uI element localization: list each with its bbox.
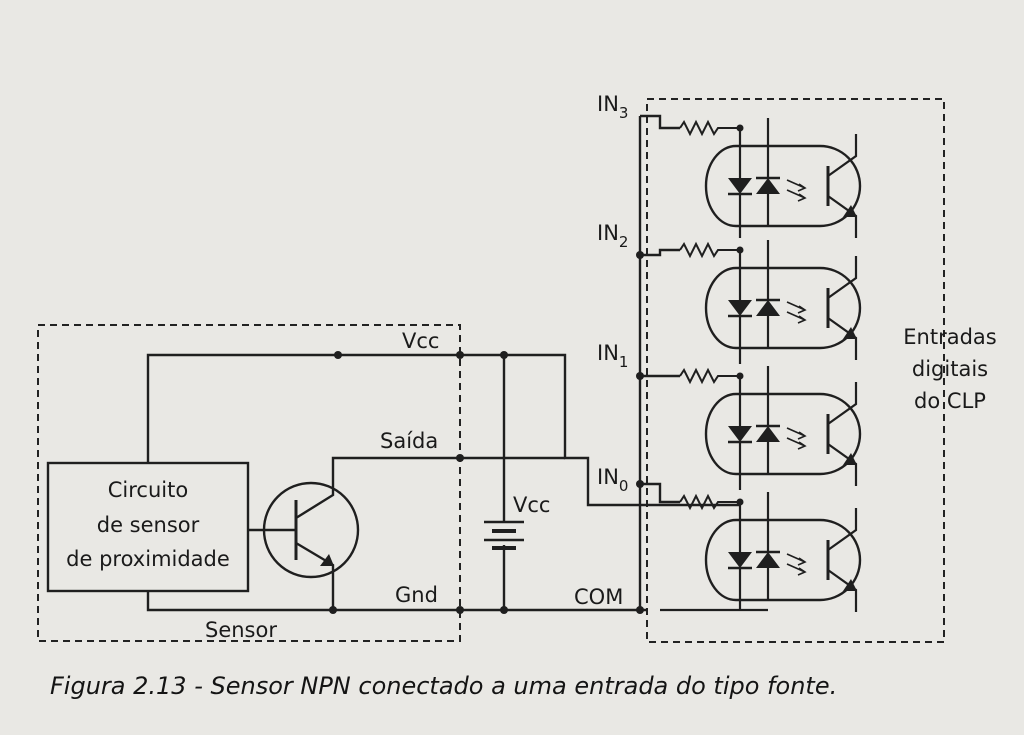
- plc-boundary: [646, 98, 945, 643]
- sensor-circuit-line1: Circuito: [108, 478, 188, 502]
- vcc-supply-label: Vcc: [513, 493, 550, 517]
- sensor-circuit-line3: de proximidade: [66, 547, 230, 571]
- led-diode-symbol: [728, 552, 752, 568]
- input-wire: [640, 114, 680, 130]
- light-arrow-icon: [786, 437, 807, 450]
- gnd-wire: [146, 591, 647, 612]
- resistor-symbol: [679, 493, 740, 511]
- vcc-rail-label: Vcc: [402, 329, 439, 353]
- optocoupler-body: [704, 518, 862, 602]
- light-arrow-icon: [786, 563, 807, 576]
- figure-caption: Figura 2.13 - Sensor NPN conectado a uma…: [50, 672, 838, 700]
- sensor-label: Sensor: [205, 618, 277, 642]
- resistor-symbol: [679, 367, 740, 385]
- emitter-arrow: [843, 579, 857, 591]
- light-arrow-icon: [786, 311, 807, 324]
- light-arrow-icon: [786, 427, 807, 440]
- clp-label-line3: do CLP: [914, 389, 986, 413]
- in0-label: IN0: [597, 465, 628, 495]
- in3-label: IN3: [597, 92, 628, 122]
- in1-label: IN1: [597, 341, 628, 371]
- optocoupler-body: [704, 266, 862, 350]
- led-diode-symbol: [756, 552, 780, 568]
- led-diode-symbol: [728, 300, 752, 316]
- optocoupler-channels: [640, 114, 862, 612]
- optocoupler-body: [704, 144, 862, 228]
- light-arrow-icon: [786, 553, 807, 566]
- resistor-symbol: [679, 119, 740, 137]
- phototransistor-collector: [827, 134, 858, 177]
- phototransistor-collector: [827, 382, 858, 425]
- emitter-arrow: [320, 554, 334, 566]
- sensor-circuit-line2: de sensor: [97, 513, 200, 537]
- led-diode-symbol: [756, 426, 780, 442]
- led-diode-symbol: [728, 426, 752, 442]
- emitter-arrow: [843, 205, 857, 217]
- phototransistor-collector: [827, 256, 858, 299]
- resistor-symbol: [679, 241, 740, 259]
- led-diode-symbol: [756, 300, 780, 316]
- emitter-arrow: [843, 453, 857, 465]
- light-arrow-icon: [786, 179, 807, 192]
- saida-label: Saída: [380, 429, 438, 453]
- junction-dot: [334, 351, 342, 359]
- sensor-boundary: [37, 324, 461, 642]
- optocoupler-body: [704, 392, 862, 476]
- in2-label: IN2: [597, 221, 628, 251]
- com-label: COM: [574, 585, 623, 609]
- emitter-arrow: [843, 327, 857, 339]
- clp-label-line2: digitais: [912, 357, 988, 381]
- phototransistor-collector: [827, 508, 858, 551]
- vcc-rail-wire: [146, 353, 740, 507]
- light-arrow-icon: [786, 189, 807, 202]
- input-wire: [640, 248, 680, 257]
- input-wire: [640, 482, 680, 504]
- led-diode-symbol: [756, 178, 780, 194]
- junction-dot: [456, 351, 464, 359]
- clp-label-line1: Entradas: [903, 325, 996, 349]
- gnd-label: Gnd: [395, 583, 438, 607]
- light-arrow-icon: [786, 301, 807, 314]
- led-diode-symbol: [728, 178, 752, 194]
